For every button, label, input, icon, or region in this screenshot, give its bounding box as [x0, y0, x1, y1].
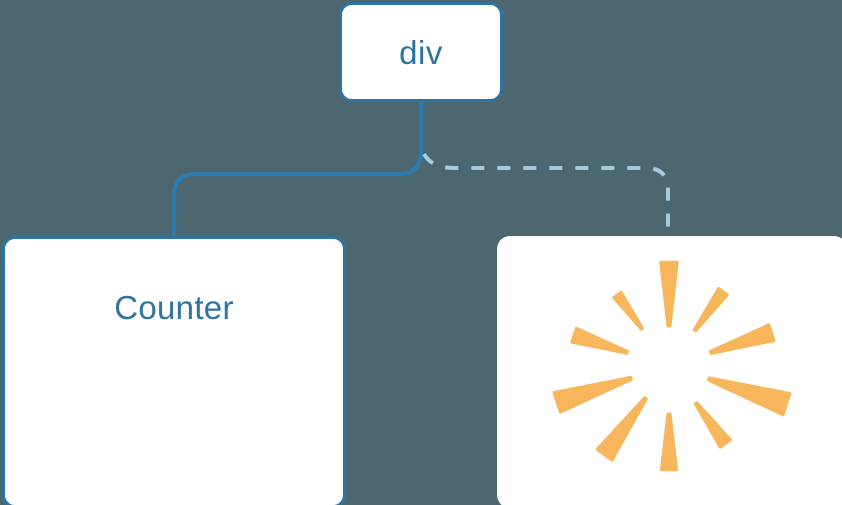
sparkle-burst-rays: [552, 260, 792, 472]
connector-root-to-counter: [172, 102, 423, 238]
connector-root-to-burst: [422, 152, 670, 238]
sparkle-ray-2: [709, 323, 776, 355]
node-counter[interactable]: Counter: [2, 236, 346, 505]
sparkle-ray-4: [693, 401, 732, 449]
node-counter-label: Counter: [114, 289, 234, 326]
sparkle-burst-icon: [552, 260, 792, 472]
node-div-label: div: [399, 33, 443, 71]
node-burst[interactable]: [497, 236, 842, 505]
sparkle-ray-3: [707, 376, 792, 417]
sparkle-ray-0: [659, 260, 679, 328]
sparkle-ray-8: [570, 326, 629, 355]
sparkle-ray-9: [612, 290, 644, 331]
sparkle-ray-1: [692, 287, 729, 333]
node-div[interactable]: div: [339, 2, 503, 102]
sparkle-ray-7: [552, 375, 633, 414]
sparkle-ray-5: [659, 412, 679, 472]
sparkle-ray-6: [595, 396, 648, 462]
